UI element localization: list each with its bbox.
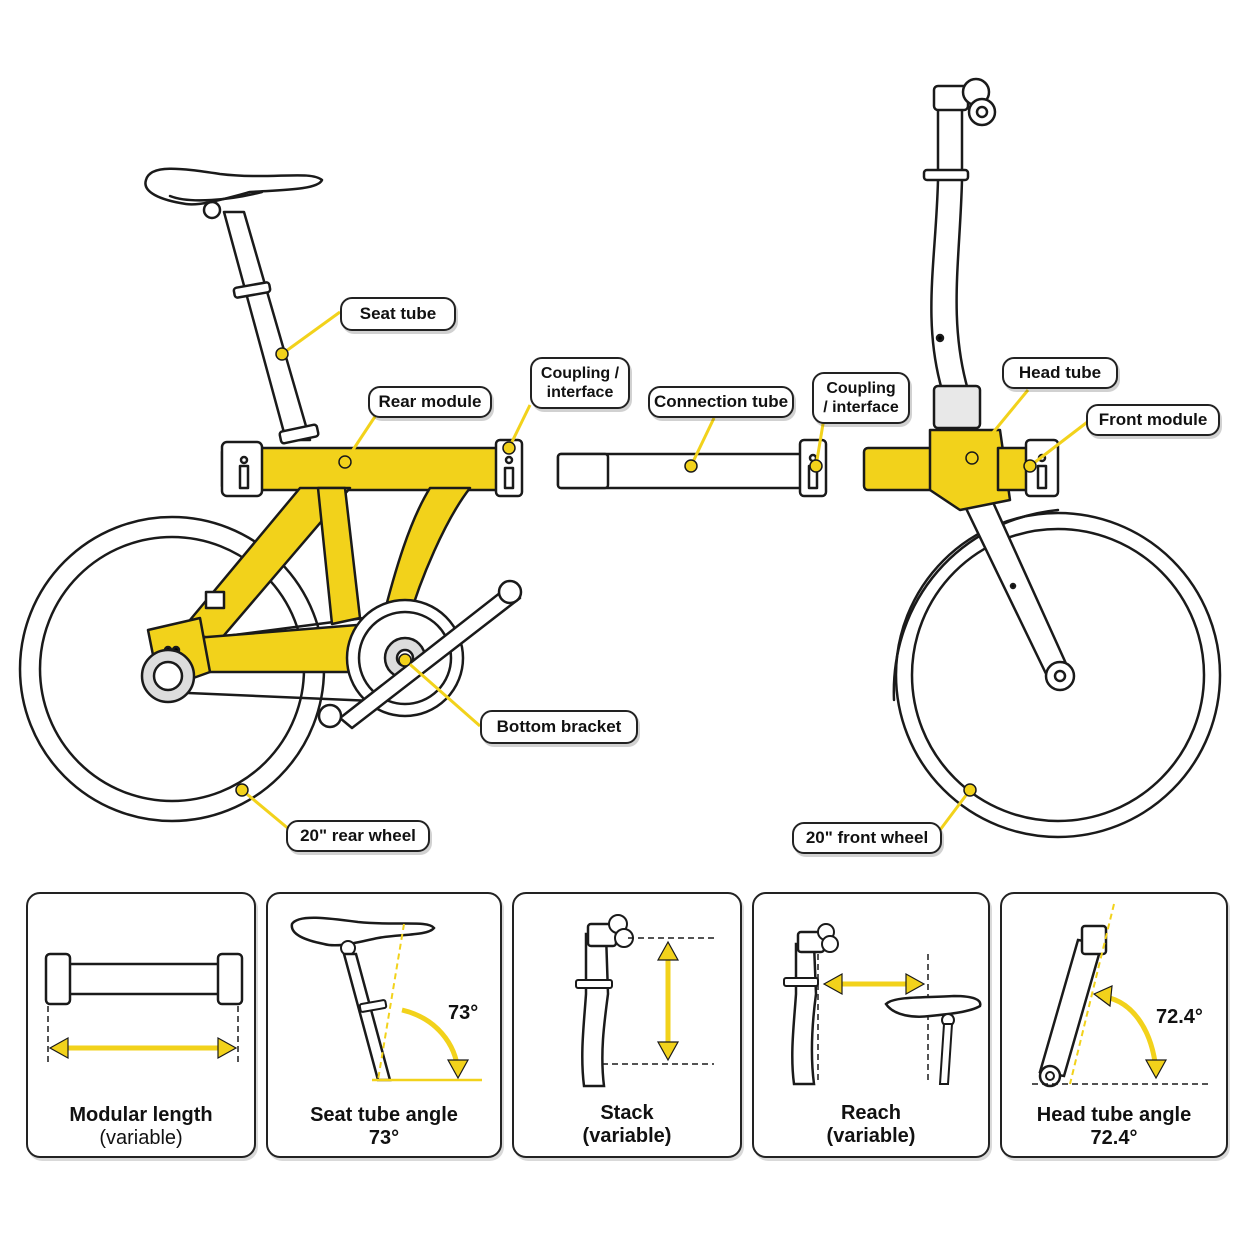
panel-title: Stack <box>600 1102 654 1124</box>
panel-subtitle: 73° <box>368 1127 400 1149</box>
crank-arm <box>317 579 523 730</box>
seatpost <box>202 200 320 445</box>
label-rear-wheel: 20" rear wheel <box>286 820 430 852</box>
saddle <box>144 167 324 206</box>
panel-title: Seat tube angle <box>310 1104 458 1126</box>
head-tube-angle-illustration <box>1032 903 1212 1088</box>
panel-reach: Reach (variable) <box>752 892 990 1158</box>
label-connection-tube: Connection tube <box>648 386 794 418</box>
fork <box>960 498 1076 692</box>
seat-tube-angle-illustration <box>290 916 482 1082</box>
panel-subtitle: (variable) <box>582 1125 672 1147</box>
label-coupling-right: Coupling / interface <box>812 372 910 424</box>
panel-subtitle: (variable) <box>826 1125 916 1147</box>
panel-modular-length: Modular length (variable) <box>26 892 256 1158</box>
modular-length-illustration <box>44 952 244 1064</box>
reach-illustration <box>783 923 982 1086</box>
label-rear-module: Rear module <box>368 386 492 418</box>
rear-module <box>146 438 524 692</box>
panel-seat-tube-angle: 73° Seat tube angle 73° <box>266 892 502 1158</box>
head-tube-angle-value: 72.4° <box>1156 1006 1203 1028</box>
seat-tube-angle-value: 73° <box>448 1002 479 1024</box>
label-bottom-bracket: Bottom bracket <box>480 710 638 744</box>
panel-head-tube-angle: 72.4° Head tube angle 72.4° <box>1000 892 1228 1158</box>
label-front-module: Front module <box>1086 404 1220 436</box>
panel-subtitle: (variable) <box>99 1127 183 1149</box>
front-module <box>862 384 1060 512</box>
panel-title: Reach <box>840 1102 902 1124</box>
panel-title: Head tube angle <box>1036 1104 1192 1126</box>
label-coupling-left: Coupling / interface <box>530 357 630 409</box>
front-wheel <box>892 508 1222 839</box>
label-head-tube: Head tube <box>1002 357 1118 389</box>
stack-illustration <box>575 914 714 1088</box>
leader-lines <box>235 310 1091 832</box>
panel-title: Modular length <box>69 1104 213 1126</box>
label-seat-tube: Seat tube <box>340 297 456 331</box>
handlebar-stem <box>922 77 997 392</box>
panel-subtitle: 72.4° <box>1090 1127 1138 1149</box>
panel-stack: Stack (variable) <box>512 892 742 1158</box>
label-front-wheel: 20" front wheel <box>792 822 942 854</box>
rear-hub <box>140 648 196 704</box>
